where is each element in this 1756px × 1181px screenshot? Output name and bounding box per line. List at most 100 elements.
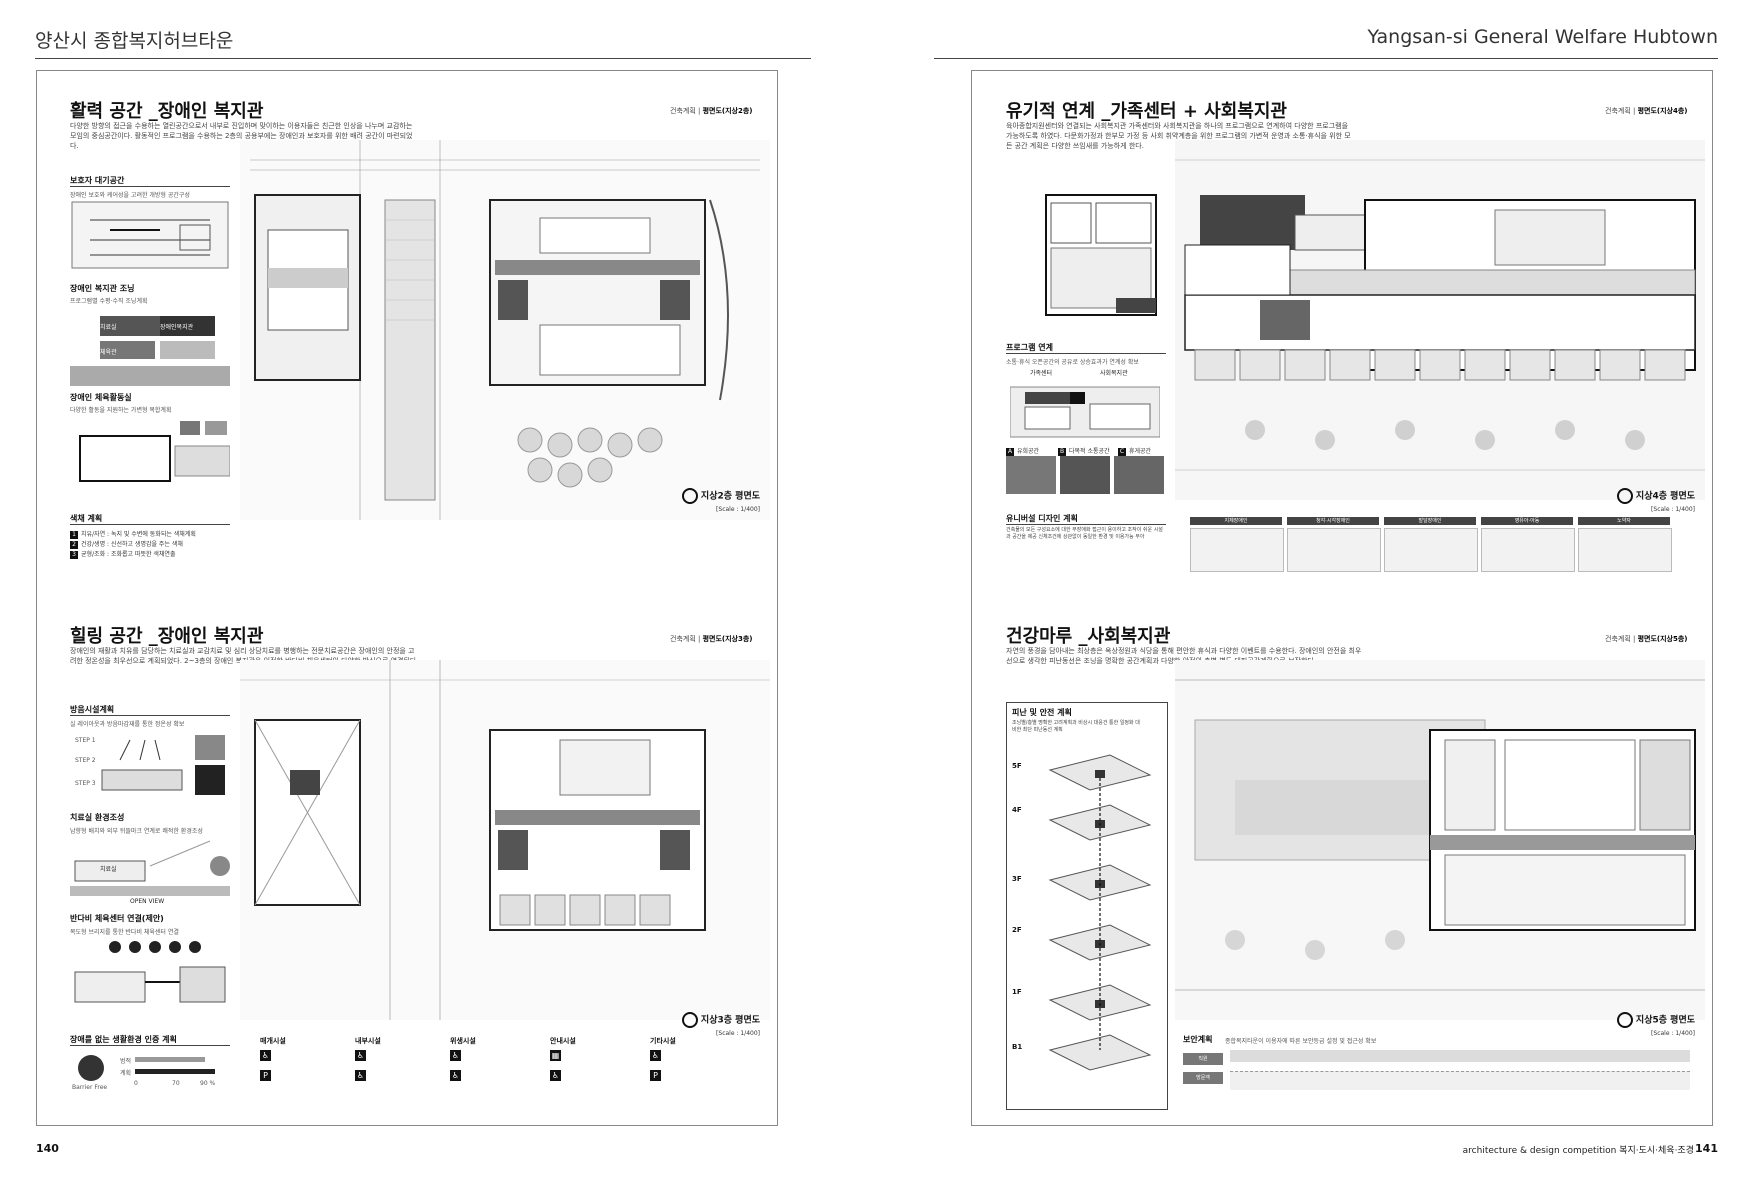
restroom-icon: ♿ bbox=[450, 1050, 461, 1061]
soundproof-diagram bbox=[101, 735, 225, 795]
bf-category: 위생시설 bbox=[450, 1037, 476, 1045]
zoning-label: 장애인복지관 bbox=[160, 324, 194, 331]
barrier-free-badge-icon bbox=[78, 1055, 104, 1081]
panel-tl-tag: 건축계획 | 평면도(지상2층) bbox=[670, 107, 753, 115]
zoning-label: 치료실 bbox=[100, 324, 117, 331]
bf-category: 기타시설 bbox=[650, 1037, 676, 1045]
guardian-wait-diagram bbox=[71, 201, 229, 269]
panel-br-title: 건강마루 _사회복지관 bbox=[1006, 626, 1171, 647]
gym-diagram bbox=[79, 421, 230, 482]
photo bbox=[1114, 456, 1164, 494]
ud-category: 영유아·아동 bbox=[1481, 517, 1573, 525]
guide-icon: ▦ bbox=[550, 1050, 561, 1061]
section-rule bbox=[70, 186, 230, 187]
security-row-label: 직원 bbox=[1183, 1053, 1223, 1065]
panel-bl-tag: 건축계획 | 평면도(지상3층) bbox=[670, 635, 753, 643]
security-track bbox=[1230, 1071, 1690, 1090]
wheelchair-icon: ♿ bbox=[355, 1050, 366, 1061]
security-track bbox=[1230, 1050, 1690, 1062]
therapy-label: OPEN VIEW bbox=[130, 898, 165, 905]
bl-section-title: 치료실 환경조성 bbox=[70, 813, 125, 822]
panel-tr-title: 유기적 연계 _가족센터 + 사회복지관 bbox=[1006, 101, 1287, 122]
br-section-title: 피난 및 안전 계획 bbox=[1012, 708, 1072, 717]
program-label: 사회복지관 bbox=[1100, 370, 1128, 377]
scale-label-2f: 지상2층 평면도[Scale : 1/400] bbox=[630, 488, 760, 515]
ud-category: 지체장애인 bbox=[1190, 517, 1282, 525]
bf-category: 내부시설 bbox=[355, 1037, 381, 1045]
therapy-room-diagram bbox=[70, 840, 230, 896]
other-facility-icon: P bbox=[650, 1070, 661, 1081]
therapy-label: 치료실 bbox=[100, 866, 117, 873]
wheelchair-icon: ♿ bbox=[260, 1050, 271, 1061]
tr-section-title: 유니버설 디자인 계획 bbox=[1006, 514, 1078, 523]
panel-br-tag: 건축계획 | 평면도(지상5층) bbox=[1605, 635, 1688, 643]
scale-label-4f: 지상4층 평면도[Scale : 1/400] bbox=[1565, 488, 1695, 515]
step-label: STEP 3 bbox=[75, 780, 96, 787]
photo bbox=[1060, 456, 1110, 494]
floor-plan-5f bbox=[1175, 660, 1705, 1020]
bf-bar bbox=[135, 1057, 205, 1062]
floor-plan-2f bbox=[240, 140, 770, 520]
panel-bl-title: 힐링 공간 _장애인 복지관 bbox=[70, 626, 264, 647]
bf-legend: 계획 bbox=[120, 1070, 132, 1077]
tl-section-title: 장애인 복지관 조닝 bbox=[70, 284, 135, 293]
other-facility-icon: ♿ bbox=[650, 1050, 661, 1061]
right-running-head: Yangsan-si General Welfare Hubtown bbox=[1367, 26, 1718, 48]
bf-legend: 범적 bbox=[120, 1058, 132, 1065]
scale-label-3f: 지상3층 평면도[Scale : 1/400] bbox=[630, 1012, 760, 1039]
br-section-title: 보안계획 bbox=[1183, 1035, 1213, 1044]
program-link-diagram bbox=[1010, 386, 1160, 438]
br-section-desc: 종합복지타운이 이용자에 따른 보안등급 설정 및 접근성 확보 bbox=[1225, 1038, 1377, 1045]
bf-axis-tick: 90 % bbox=[200, 1080, 216, 1087]
br-section-desc: 조닝별/층별 명확한 고려계획과 비상시 대응건 통한 일정화 대비한 최단 피… bbox=[1012, 720, 1140, 733]
bl-section-desc: 실 레이아웃과 방음마감재를 통한 정온성 확보 bbox=[70, 721, 185, 728]
program-label: 가족센터 bbox=[1030, 370, 1053, 377]
family-center-plan bbox=[1045, 194, 1157, 316]
panel-br-description: 자연의 풍경을 담아내는 최상층은 옥상정원과 식당을 통해 편안한 휴식과 다… bbox=[1006, 647, 1362, 665]
right-header-rule bbox=[934, 58, 1718, 59]
north-arrow-icon bbox=[1616, 1012, 1633, 1028]
bf-category: 매개시설 bbox=[260, 1037, 286, 1045]
bf-category: 안내시설 bbox=[550, 1037, 576, 1045]
barrier-free-badge-label: Barrier Free bbox=[72, 1084, 108, 1091]
universal-design-desc: 건축물의 모든 구성요소에 대한 무장애화 접근이 용이하고 조작이 쉬운 시설… bbox=[1006, 527, 1163, 540]
section-rule bbox=[70, 715, 230, 716]
ud-category: 발달장애인 bbox=[1384, 517, 1476, 525]
left-running-head: 양산시 종합복지허브타운 bbox=[35, 30, 234, 52]
ud-illustration bbox=[1190, 528, 1284, 572]
floor-label: 2F bbox=[1012, 926, 1022, 934]
bl-section-title: 반다비 체육센터 연결(제안) bbox=[70, 914, 164, 923]
restroom-icon: ♿ bbox=[450, 1070, 461, 1081]
bl-section-title: 방음시설계획 bbox=[70, 705, 115, 714]
floor-label: 1F bbox=[1012, 988, 1022, 996]
ud-category: 노약자 bbox=[1578, 517, 1670, 525]
panel-tl-title: 활력 공간 _장애인 복지관 bbox=[70, 101, 264, 122]
bandabi-connection-diagram bbox=[74, 941, 226, 1003]
floor-label: 4F bbox=[1012, 806, 1022, 814]
ud-illustration bbox=[1481, 528, 1575, 572]
panel-tr-tag: 건축계획 | 평면도(지상4층) bbox=[1605, 107, 1688, 115]
photo bbox=[1006, 456, 1056, 494]
ud-category: 청각·시각장애인 bbox=[1287, 517, 1379, 525]
step-label: STEP 1 bbox=[75, 737, 96, 744]
section-rule bbox=[70, 524, 230, 525]
section-rule bbox=[70, 1045, 230, 1046]
zoning-label: 체육관 bbox=[100, 349, 117, 356]
section-rule bbox=[1006, 524, 1166, 525]
tl-section-desc: 장애인 보호와 케어성을 고려한 개방형 공간구성 bbox=[70, 192, 190, 199]
bl-section-title: 장애를 없는 생활환경 인증 계획 bbox=[70, 1035, 177, 1044]
panel-tr-description: 육아종합지원센터와 연결되는 사회복지관 가족센터와 사회복지관을 하나의 프로… bbox=[1006, 122, 1351, 150]
evacuation-axonometric bbox=[1048, 754, 1152, 1071]
floor-label: B1 bbox=[1012, 1043, 1023, 1051]
wheelchair-icon: P bbox=[260, 1070, 271, 1081]
wheelchair-icon: ♿ bbox=[355, 1070, 366, 1081]
journal-footer: architecture & design competition 복지·도시·… bbox=[1462, 1146, 1694, 1156]
tl-section-desc: 다양한 활동을 지원하는 가변형 복합계획 bbox=[70, 407, 172, 414]
floor-label: 3F bbox=[1012, 875, 1022, 883]
